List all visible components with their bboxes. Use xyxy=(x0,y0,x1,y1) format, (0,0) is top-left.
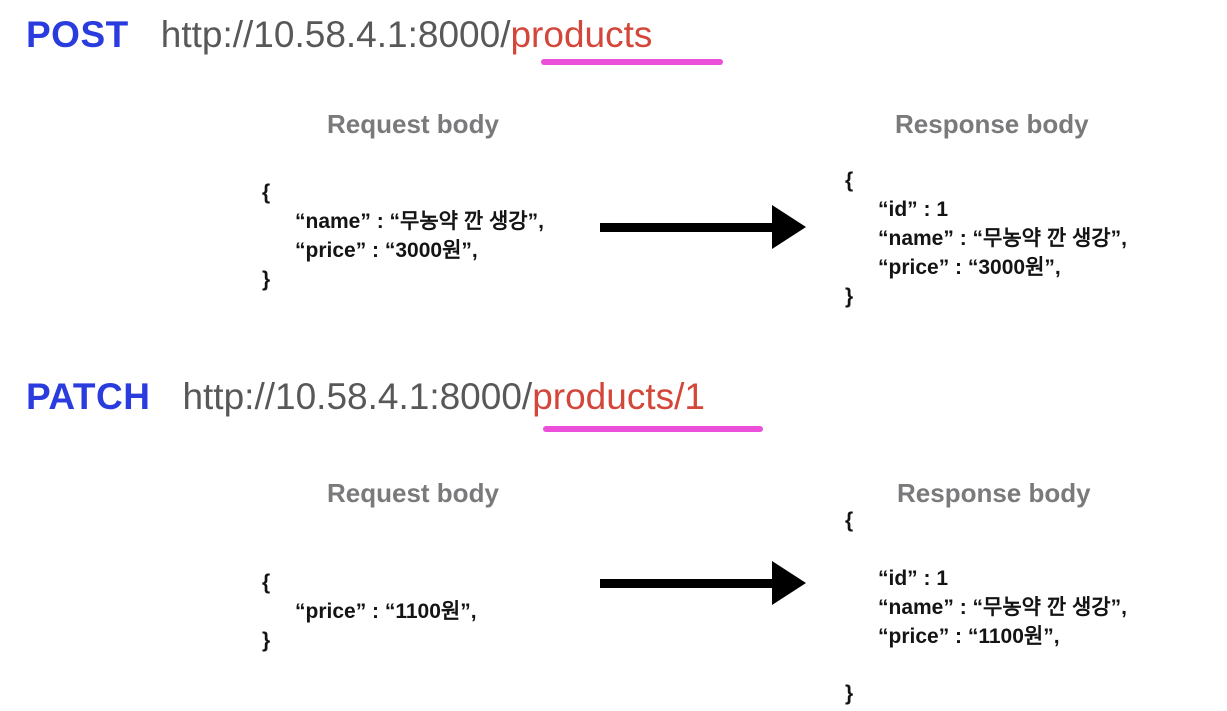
patch-url-base: http://10.58.4.1:8000/ xyxy=(182,376,533,417)
post-request-json: { “name” : “무농약 깐 생강”, “price” : “3000원”… xyxy=(262,178,544,294)
brace-open: { xyxy=(845,169,854,192)
patch-url-resource: products/1 xyxy=(532,376,705,417)
brace-close: } xyxy=(262,629,271,652)
brace-open: { xyxy=(262,571,271,594)
json-line: “price” : “1100원”, xyxy=(878,625,1060,648)
brace-close: } xyxy=(845,682,854,705)
json-line: “price” : “1100원”, xyxy=(295,600,477,623)
post-response-body-title: Response body xyxy=(895,109,1089,139)
json-line: “price” : “3000원”, xyxy=(878,256,1061,279)
post-url-base: http://10.58.4.1:8000/ xyxy=(160,14,511,55)
json-line: “name” : “무농약 깐 생강”, xyxy=(878,596,1127,619)
brace-close: } xyxy=(262,268,271,291)
brace-close: } xyxy=(845,285,854,308)
arrow-right-icon xyxy=(600,205,806,249)
patch-request-json: { “price” : “1100원”, } xyxy=(262,568,477,655)
arrow-right-icon xyxy=(600,561,806,605)
brace-open: { xyxy=(845,509,854,532)
post-response-json: { “id” : 1 “name” : “무농약 깐 생강”, “price” … xyxy=(845,166,1127,311)
post-resource-underline xyxy=(541,59,723,65)
post-url: http://10.58.4.1:8000/products xyxy=(161,16,653,53)
json-line: “id” : 1 xyxy=(878,198,949,221)
post-method-label: POST xyxy=(26,14,129,55)
post-url-resource: products xyxy=(510,14,653,55)
brace-open: { xyxy=(262,181,271,204)
patch-resource-underline xyxy=(543,426,763,432)
post-request-body-title: Request body xyxy=(327,109,499,139)
post-endpoint-line: POST http://10.58.4.1:8000/products xyxy=(26,16,652,53)
patch-method-label: PATCH xyxy=(26,376,151,417)
patch-url: http://10.58.4.1:8000/products/1 xyxy=(182,378,705,415)
patch-endpoint-line: PATCH http://10.58.4.1:8000/products/1 xyxy=(26,378,705,415)
patch-request-body-title: Request body xyxy=(327,478,499,508)
json-line: “name” : “무농약 깐 생강”, xyxy=(295,210,544,233)
json-line: “name” : “무농약 깐 생강”, xyxy=(878,227,1127,250)
json-line: “id” : 1 xyxy=(878,567,949,590)
patch-response-body-title: Response body xyxy=(897,478,1091,508)
patch-response-json: { “id” : 1 “name” : “무농약 깐 생강”, “price” … xyxy=(845,506,1127,708)
json-line: “price” : “3000원”, xyxy=(295,239,478,262)
